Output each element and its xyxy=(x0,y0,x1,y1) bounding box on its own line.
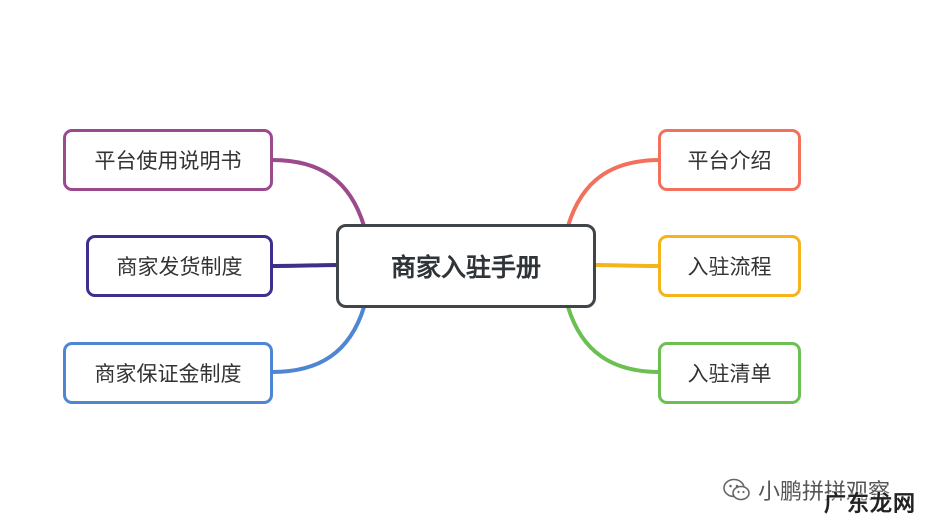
topic-merchant-deposit-policy: 商家保证金制度 xyxy=(63,342,273,404)
central-topic-label: 商家入驻手册 xyxy=(390,253,541,282)
watermark-account: 小鹏拼拼观察 xyxy=(758,480,891,505)
connector-right-2 xyxy=(594,263,662,268)
connector-right-3 xyxy=(566,305,662,374)
topic-onboarding-process: 入驻流程 xyxy=(658,235,801,297)
topic-label: 商家保证金制度 xyxy=(94,362,242,386)
topic-label: 平台介绍 xyxy=(687,149,772,173)
connector-right-1 xyxy=(566,158,662,228)
connector-left-2 xyxy=(270,263,340,268)
topic-label: 平台使用说明书 xyxy=(94,149,242,173)
topic-onboarding-checklist: 入驻清单 xyxy=(658,342,801,404)
topic-merchant-shipping-policy: 商家发货制度 xyxy=(86,235,273,297)
central-topic: 商家入驻手册 xyxy=(336,224,596,308)
topic-label: 商家发货制度 xyxy=(116,255,243,279)
topic-label: 入驻流程 xyxy=(687,255,772,279)
watermark: 小鹏拼拼观察 广东龙网 xyxy=(722,470,915,517)
topic-platform-manual: 平台使用说明书 xyxy=(63,129,273,191)
connector-left-3 xyxy=(270,305,366,374)
topic-platform-intro: 平台介绍 xyxy=(658,129,801,191)
watermark-site: 广东龙网 xyxy=(824,492,917,517)
wechat-icon xyxy=(723,478,750,501)
topic-label: 入驻清单 xyxy=(687,362,772,386)
connector-left-1 xyxy=(270,158,366,228)
